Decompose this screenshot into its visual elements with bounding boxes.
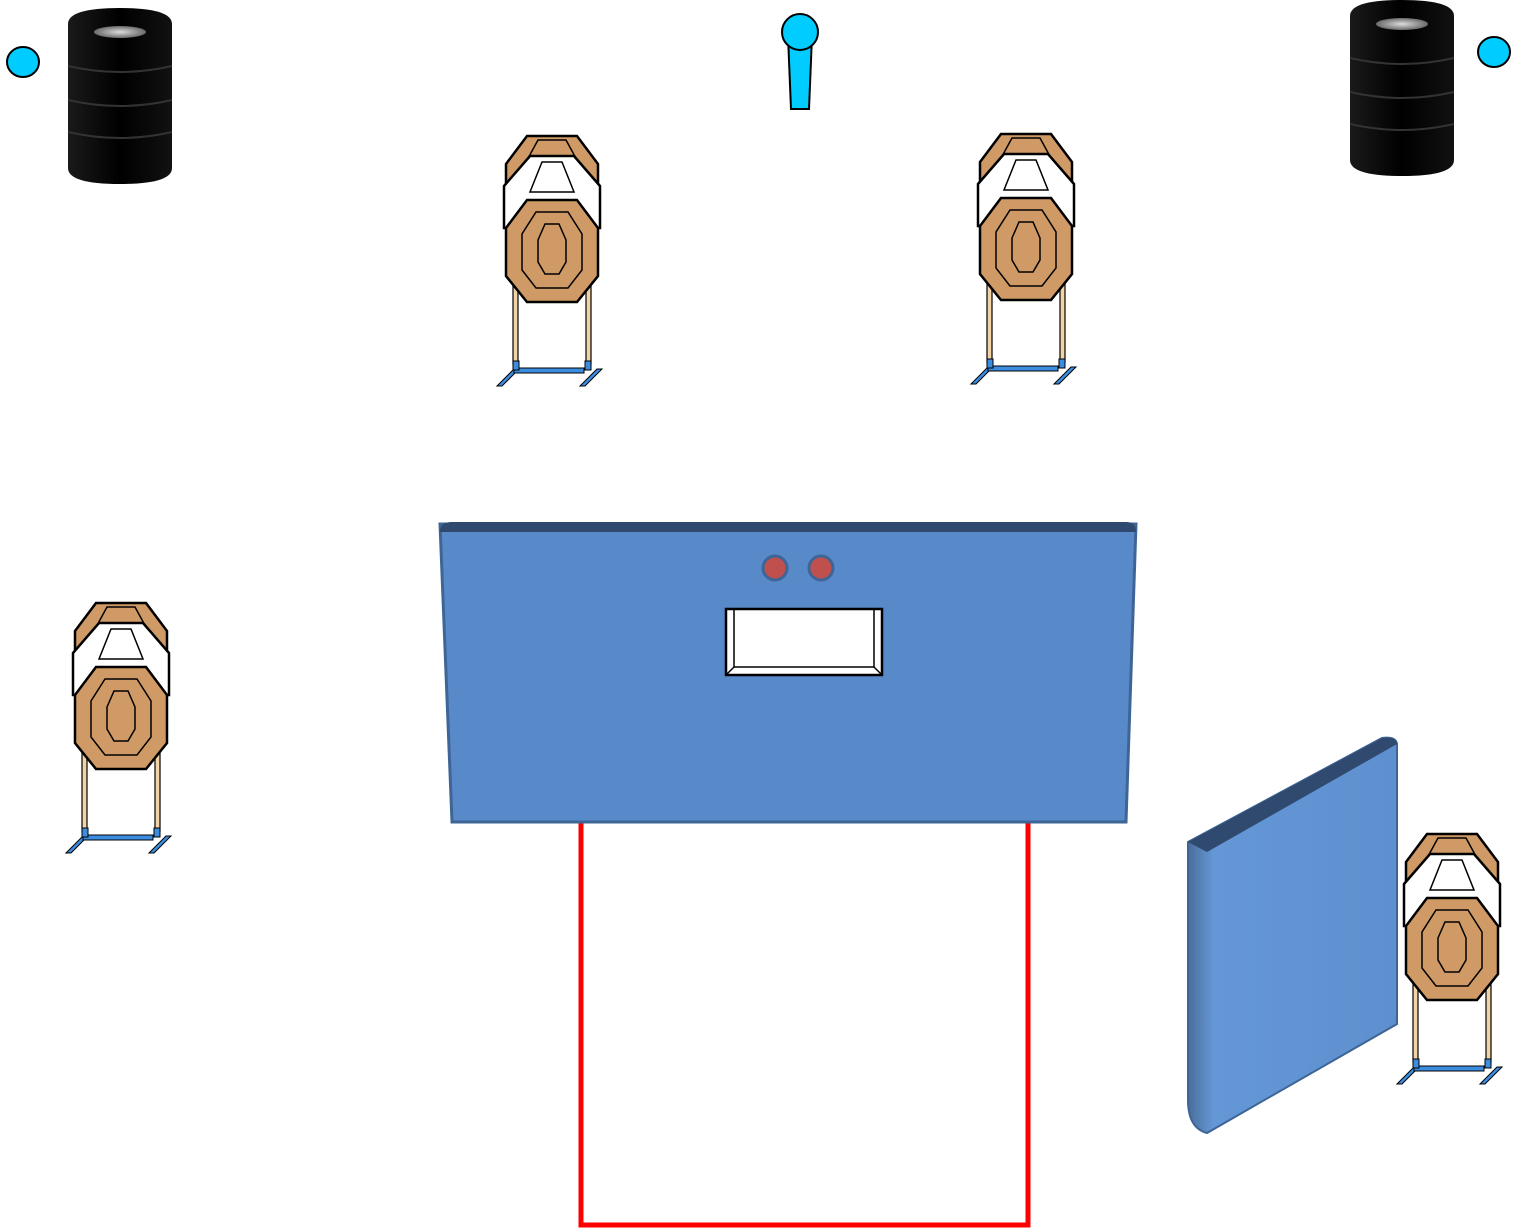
side-wall-right <box>1187 736 1398 1135</box>
target-stand-bottom-right <box>1395 832 1504 1086</box>
popper-top-center <box>781 13 819 110</box>
activation-button-left <box>761 554 789 582</box>
wall-port <box>724 607 884 677</box>
target-stand-top-right <box>969 132 1078 386</box>
activation-button-right <box>807 554 835 582</box>
marker-right <box>1477 36 1511 68</box>
shooting-area-box <box>578 820 1031 1228</box>
target-stand-mid-left <box>64 601 173 855</box>
barrel-top-right <box>1349 0 1455 177</box>
front-wall-with-port <box>438 522 1138 824</box>
marker-left <box>6 46 40 78</box>
barrel-top-left <box>67 7 173 185</box>
target-stand-top-left <box>495 134 604 388</box>
